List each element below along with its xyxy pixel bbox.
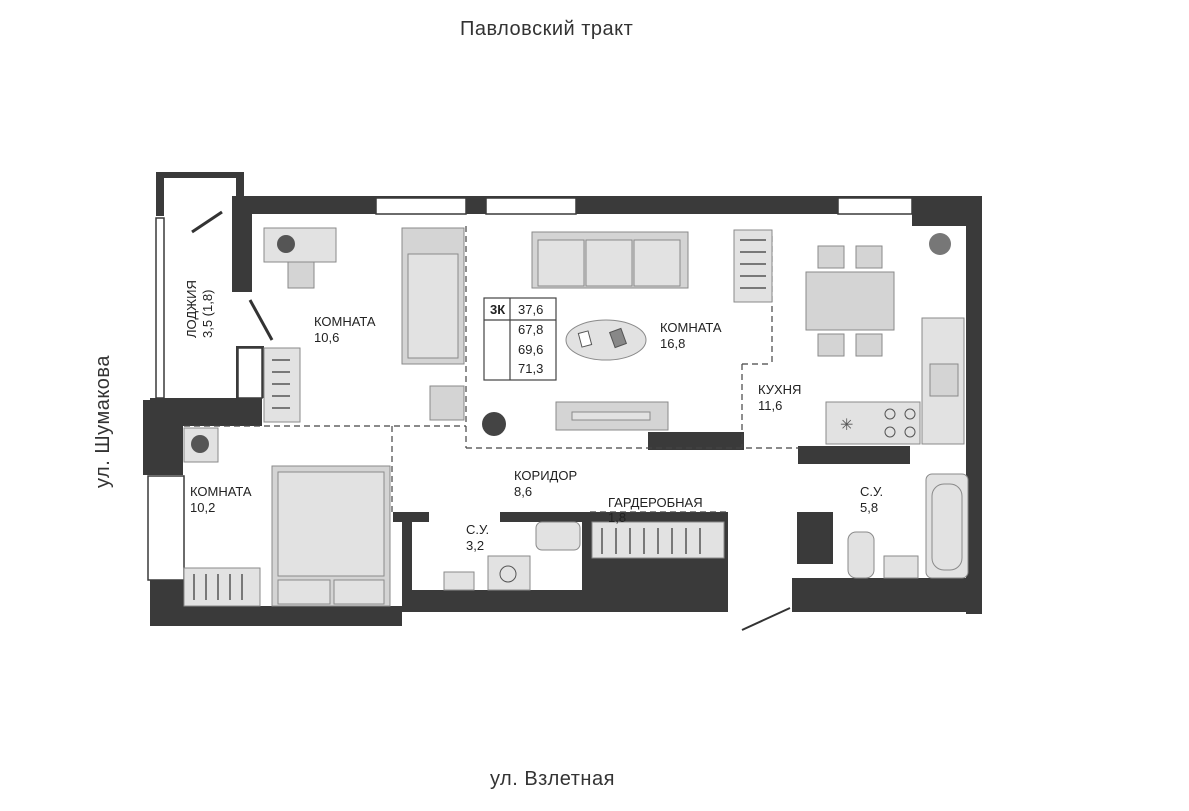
bath-furniture [443,473,969,591]
room2-name: КОМНАТА [660,320,722,335]
room3-name: КОМНАТА [190,484,252,499]
room1-area: 10,6 [314,330,339,345]
total-area-value: 67,8 [518,322,543,337]
street-top-label: Павловский тракт [460,18,634,40]
corridor-name: КОРИДОР [514,468,577,483]
wardrobe-area: 1,8 [608,510,626,525]
room-labels: ЛОДЖИЯ 3,5 (1,8) КОМНАТА 10,6 КОМНАТА 16… [184,280,883,553]
windows [147,197,913,581]
kitchen-area: 11,6 [758,398,782,413]
doors [191,210,791,631]
kitchen-name: КУХНЯ [758,382,801,397]
bath1-area: 3,2 [466,538,484,553]
room3-area: 10,2 [190,500,215,515]
living-area-value: 37,6 [518,302,543,317]
bath2-name: С.У. [860,484,883,499]
loggia-area: 3,5 (1,8) [200,290,215,338]
room1-furniture [237,227,465,423]
area-with-loggia-value: 69,6 [518,342,543,357]
loggia-label: ЛОДЖИЯ 3,5 (1,8) [184,280,215,338]
corridor-area: 8,6 [514,484,532,499]
bath2-area: 5,8 [860,500,878,515]
area-full-value: 71,3 [518,361,543,376]
street-bottom-label: ул. Взлетная [490,768,615,790]
kitchen-furniture [805,245,965,445]
room3-furniture [183,427,391,607]
loggia-name: ЛОДЖИЯ [184,280,199,338]
svg-text:✳: ✳ [840,417,853,434]
room1-name: КОМНАТА [314,314,376,329]
bath1-name: С.У. [466,522,489,537]
area-summary-table: 3К 37,6 67,8 69,6 71,3 [483,297,557,381]
plant-icons: ✳ [191,233,951,453]
room2-furniture [531,229,773,431]
wardrobe-name: ГАРДЕРОБНАЯ [608,495,703,510]
room2-area: 16,8 [660,336,685,351]
apartment-type: 3К [490,302,505,317]
